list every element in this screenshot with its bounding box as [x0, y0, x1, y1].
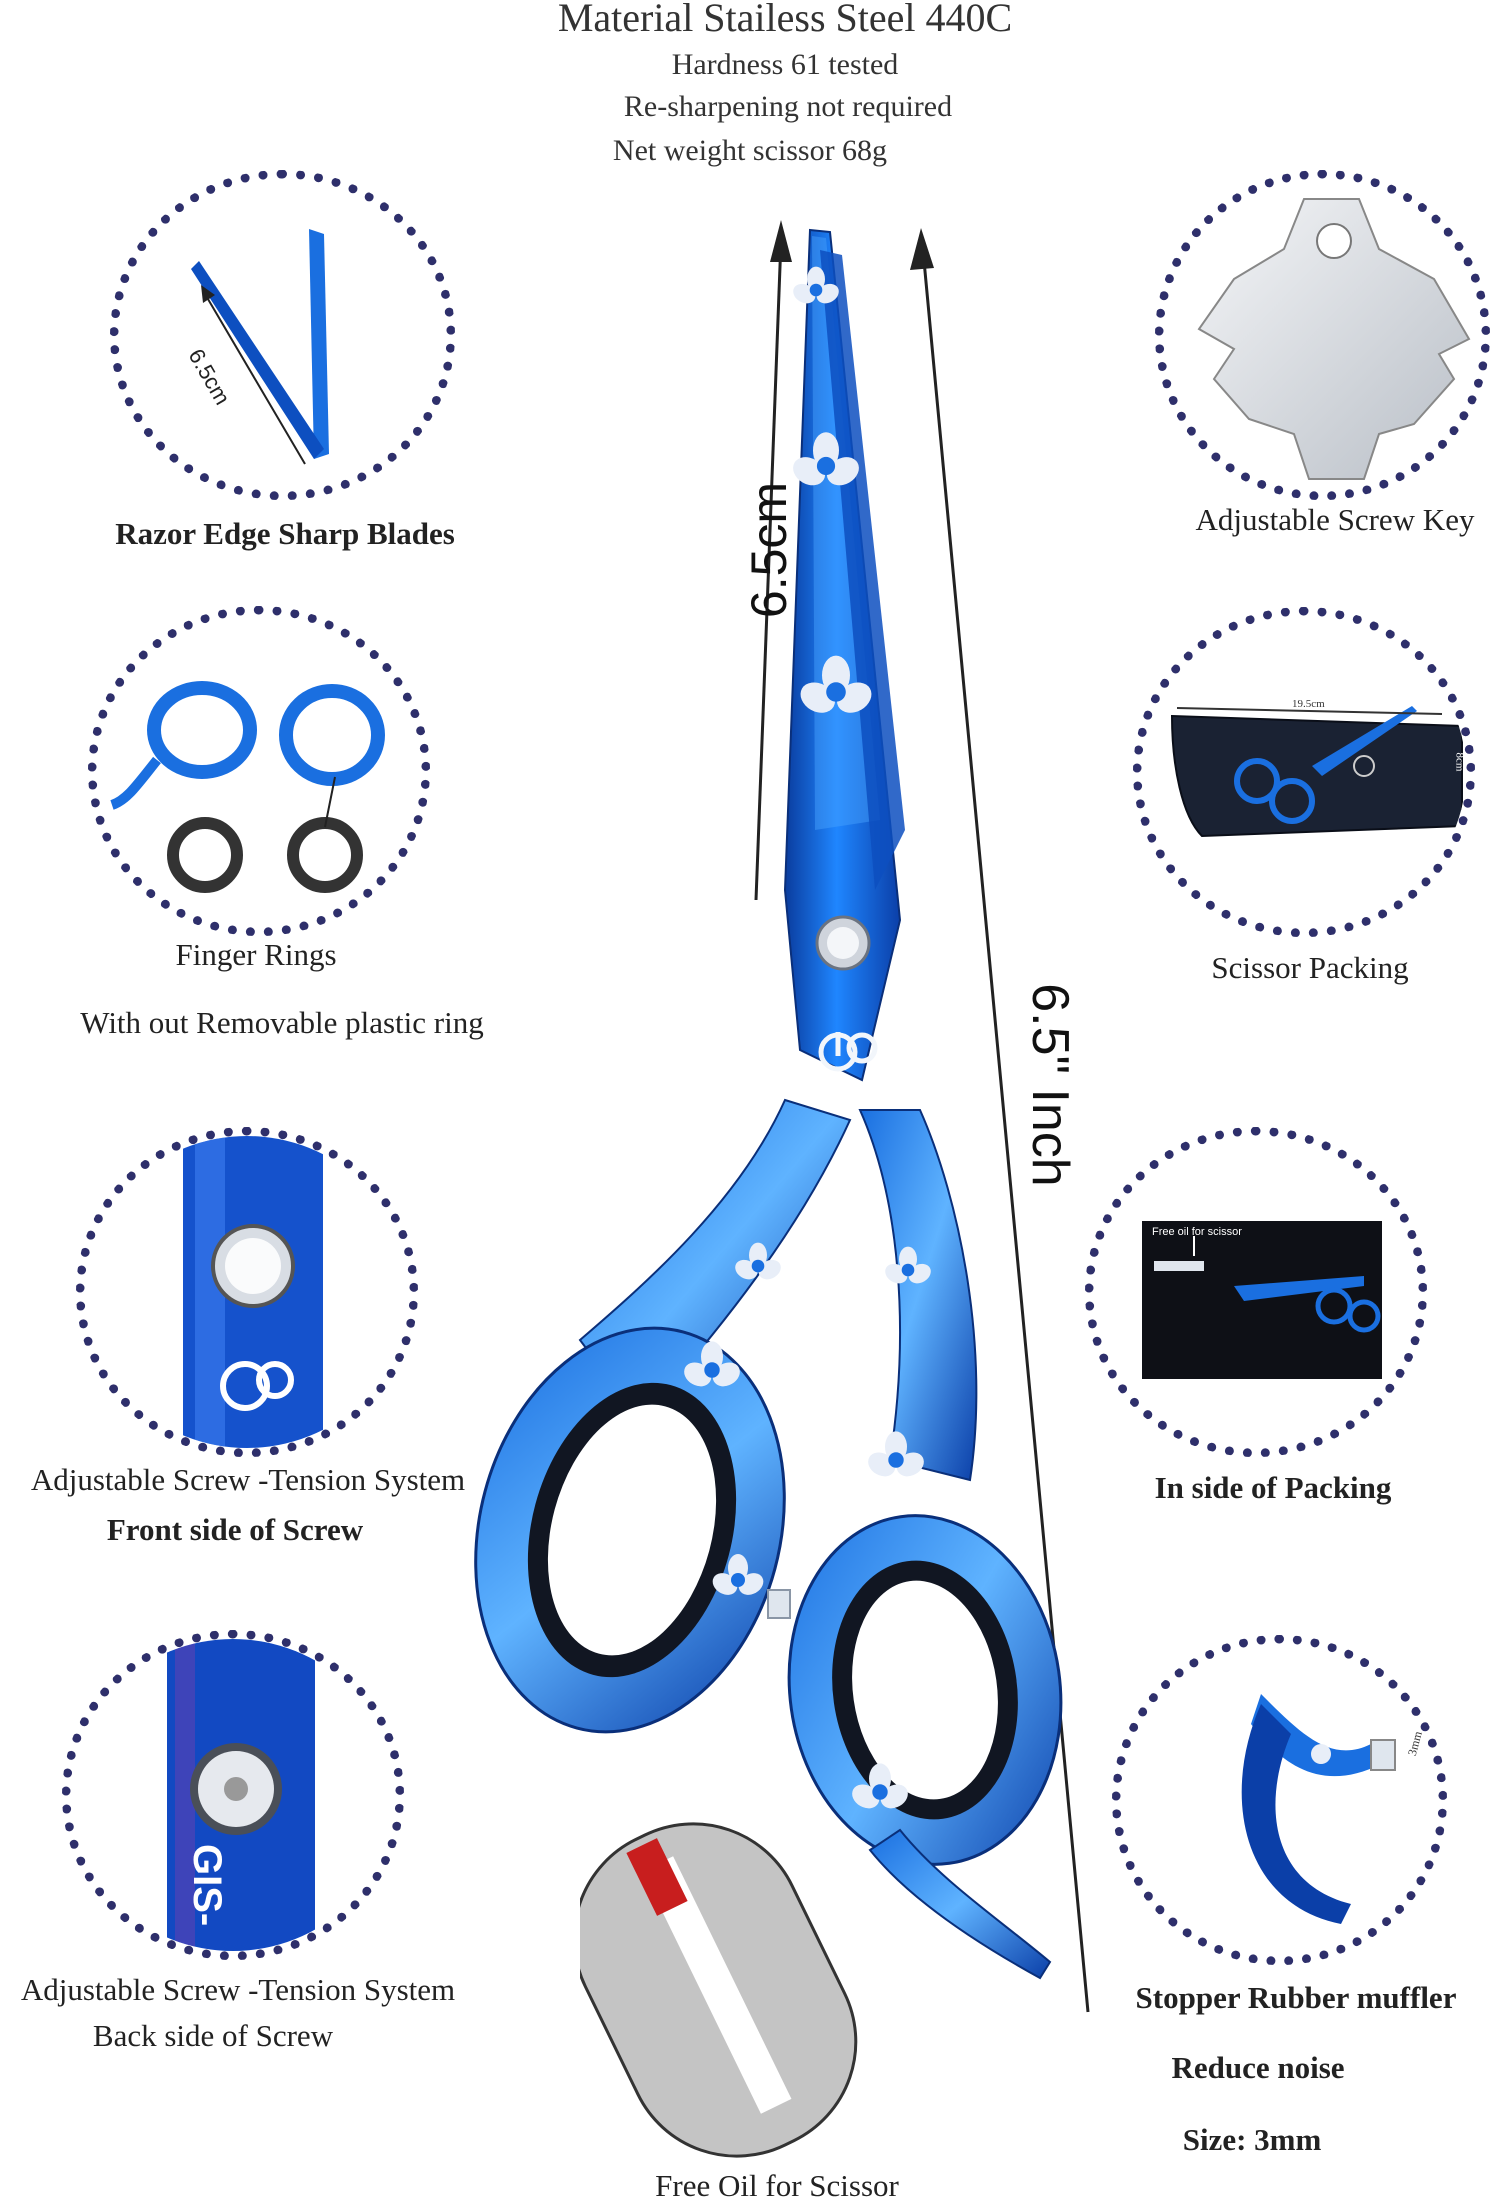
rings-image	[110, 681, 385, 893]
hardness-text: Hardness 61 tested	[671, 48, 899, 81]
packing-title: Scissor Packing	[1211, 950, 1409, 985]
screw-front-image	[183, 1136, 323, 1448]
oil-image	[580, 1822, 858, 2158]
stopper-line2: Reduce noise	[1171, 2050, 1345, 2085]
screw-back-subtitle: Back side of Screw	[92, 2018, 334, 2053]
screw-key-title: Adjustable Screw Key	[1195, 502, 1475, 537]
packing-image	[1170, 706, 1463, 838]
blade-length-arrow	[754, 220, 792, 901]
packing-circle: 19.5cm 8cm	[1133, 607, 1475, 937]
screw-back-image	[167, 1639, 315, 1951]
stopper-circle: 3mm	[1112, 1635, 1447, 1965]
inside-packing-title: In side of Packing	[1154, 1470, 1392, 1505]
oil-inset-label: Free oil for scissor	[1152, 1226, 1242, 1238]
gis-logo-icon	[220, 1361, 270, 1411]
screw-front-title: Adjustable Screw -Tension System	[30, 1462, 466, 1497]
stopper-image	[1241, 1694, 1396, 1924]
inside-packing-image	[1142, 1221, 1382, 1379]
rings-circle	[88, 606, 430, 936]
blades-title: Razor Edge Sharp Blades	[115, 516, 455, 551]
stopper-line3: Size: 3mm	[1182, 2122, 1322, 2157]
packing-width-label: 19.5cm	[1292, 698, 1325, 710]
total-length-label: 6.5" Inch	[1021, 983, 1079, 1187]
material-title: Material Stailess Steel 440C	[557, 0, 1013, 40]
screw-back-circle: GIS-	[62, 1630, 404, 1960]
blades-circle: 6.5cm	[110, 170, 455, 500]
resharpening-text: Re-sharpening not required	[623, 90, 953, 123]
blade-length-label: 6.5cm	[741, 481, 797, 619]
rings-subtitle: With out Removable plastic ring	[80, 1005, 484, 1040]
oil-title: Free Oil for Scissor	[655, 2168, 899, 2203]
screw-front-subtitle: Front side of Screw	[106, 1512, 364, 1547]
gis-logo-icon	[818, 1032, 878, 1072]
packing-height-label: 8cm	[1453, 752, 1466, 772]
blades-image	[191, 229, 329, 465]
weight-text: Net weight scissor 68g	[612, 134, 888, 167]
screw-front-circle	[76, 1127, 418, 1457]
screw-key-circle	[1155, 170, 1490, 500]
screw-back-title: Adjustable Screw -Tension System	[20, 1972, 456, 2007]
screw-key-image	[1197, 198, 1471, 480]
inside-packing-circle: Free oil for scissor	[1085, 1127, 1427, 1457]
screw-back-engraving: GIS-	[185, 1844, 229, 1927]
stopper-title: Stopper Rubber muffler	[1135, 1980, 1457, 2015]
rings-title: Finger Rings	[175, 937, 337, 972]
